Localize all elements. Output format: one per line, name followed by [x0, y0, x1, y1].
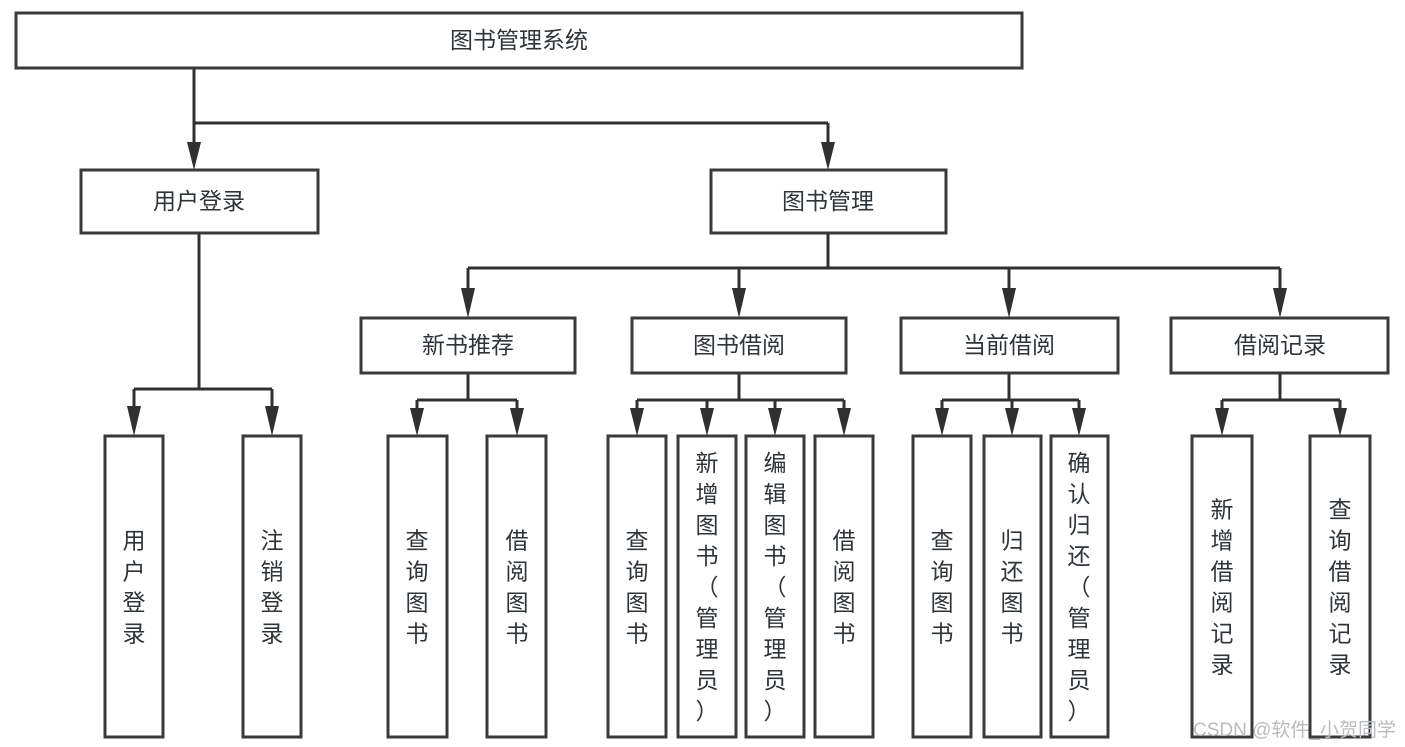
node-leaf-label: 用户登录 [123, 528, 146, 647]
node-current-borrow-box[interactable] [899, 316, 1120, 375]
node-leaf-box[interactable] [911, 434, 973, 739]
arrow-head-icon-recommend [461, 288, 475, 318]
node-current-borrow-label: 当前借阅 [963, 332, 1055, 358]
node-leaf-label: 查询图书 [626, 528, 649, 647]
node-leaf-query-book-current[interactable]: 查询图书 [911, 434, 973, 739]
node-book-borrow-box[interactable] [630, 316, 848, 375]
node-leaf-query-borrow-record[interactable]: 查询借阅记录 [1308, 434, 1372, 739]
node-leaf-user-login[interactable]: 用户登录 [103, 434, 165, 739]
arrow-head-icon-leaf-query-book-recommend [410, 408, 424, 436]
node-leaf-borrow-book[interactable]: 借阅图书 [813, 434, 875, 739]
node-book-borrow[interactable]: 图书借阅 [630, 316, 848, 375]
arrow-head-icon-leaf-borrow-book [837, 408, 851, 436]
node-leaf-label: 借阅图书 [506, 528, 529, 647]
node-new-book-recommend-label: 新书推荐 [422, 332, 514, 358]
arrow-head-icon-leaf-return-book [1005, 408, 1019, 436]
node-root-box[interactable] [14, 11, 1024, 70]
arrow-head-icon-record [1273, 288, 1287, 318]
node-user-login-label: 用户登录 [153, 188, 245, 214]
node-leaf-return-book[interactable]: 归还图书 [982, 434, 1043, 739]
node-new-book-recommend-box[interactable] [359, 316, 577, 375]
node-leaf-borrow-book-recommend[interactable]: 借阅图书 [485, 434, 548, 739]
node-leaf-label: 借阅图书 [833, 528, 856, 647]
node-leaf-query-book-recommend[interactable]: 查询图书 [386, 434, 449, 739]
arrow-head-icon-leaf-user-login [127, 406, 141, 436]
node-book-management-box[interactable] [709, 168, 948, 235]
node-leaf-label: 查询借阅记录 [1329, 497, 1352, 678]
node-leaf-add-book[interactable]: 新增图书（管理员） [676, 434, 738, 739]
node-user-login-box[interactable] [79, 168, 320, 235]
node-leaf-label: 编辑图书（管理员） [764, 450, 787, 724]
connector-layer [127, 68, 1347, 436]
node-borrow-record-box[interactable] [1169, 316, 1390, 375]
node-root-label: 图书管理系统 [450, 27, 588, 53]
arrow-head-icon-book-management [821, 142, 835, 170]
node-leaf-logout[interactable]: 注销登录 [241, 434, 303, 739]
node-leaf-box[interactable] [103, 434, 165, 739]
node-leaf-box[interactable] [485, 434, 548, 739]
arrow-head-icon-leaf-logout [265, 406, 279, 436]
node-leaf-box[interactable] [241, 434, 303, 739]
arrow-head-icon-leaf-borrow-book-recommend [510, 408, 524, 436]
node-leaf-label: 确认归还（管理员） [1068, 450, 1091, 724]
node-leaf-box[interactable] [386, 434, 449, 739]
node-book-management-label: 图书管理 [782, 188, 874, 214]
node-leaf-label: 注销登录 [261, 528, 284, 647]
node-leaf-box[interactable] [1049, 434, 1110, 739]
node-leaf-edit-book[interactable]: 编辑图书（管理员） [744, 434, 806, 739]
node-leaf-add-borrow-record[interactable]: 新增借阅记录 [1190, 434, 1254, 739]
arrow-head-icon-leaf-query-book-borrow [630, 408, 644, 436]
node-leaf-box[interactable] [606, 434, 668, 739]
node-leaf-box[interactable] [1308, 434, 1372, 739]
arrow-head-icon-leaf-add-book [700, 408, 714, 436]
arrow-head-icon-current [1002, 288, 1016, 318]
arrow-head-icon-leaf-add-borrow-record [1215, 408, 1229, 436]
node-leaf-label: 查询图书 [406, 528, 429, 647]
node-leaf-box[interactable] [676, 434, 738, 739]
arrow-head-icon-leaf-query-borrow-record [1333, 408, 1347, 436]
node-borrow-record[interactable]: 借阅记录 [1169, 316, 1390, 375]
csdn-watermark: CSDN @软件_小贺同学 [1193, 719, 1396, 741]
node-leaf-box[interactable] [744, 434, 806, 739]
node-leaf-query-book-borrow[interactable]: 查询图书 [606, 434, 668, 739]
node-leaf-label: 归还图书 [1001, 528, 1024, 647]
node-leaf-box[interactable] [813, 434, 875, 739]
arrow-head-icon-leaf-query-book-current [935, 408, 949, 436]
node-leaf-label: 查询图书 [931, 528, 954, 647]
node-leaf-box[interactable] [982, 434, 1043, 739]
node-book-borrow-label: 图书借阅 [693, 332, 785, 358]
arrow-head-icon-borrow [732, 288, 746, 318]
node-root[interactable]: 图书管理系统 [14, 11, 1024, 70]
arrow-head-icon-leaf-edit-book [768, 408, 782, 436]
node-user-login[interactable]: 用户登录 [79, 168, 320, 235]
node-leaf-label: 新增借阅记录 [1211, 497, 1234, 678]
arrow-head-icon-leaf-confirm-return [1072, 408, 1086, 436]
node-leaf-box[interactable] [1190, 434, 1254, 739]
node-new-book-recommend[interactable]: 新书推荐 [359, 316, 577, 375]
node-book-management[interactable]: 图书管理 [709, 168, 948, 235]
node-current-borrow[interactable]: 当前借阅 [899, 316, 1120, 375]
leaf-layer: 用户登录 注销登录 查询图书 借阅图书 查询图书 新增图书（管理员） 编辑图书（… [103, 434, 1372, 739]
arrow-head-icon-user-login [187, 142, 201, 170]
node-leaf-label: 新增图书（管理员） [696, 450, 719, 724]
node-leaf-confirm-return[interactable]: 确认归还（管理员） [1049, 434, 1110, 739]
node-borrow-record-label: 借阅记录 [1234, 332, 1326, 358]
